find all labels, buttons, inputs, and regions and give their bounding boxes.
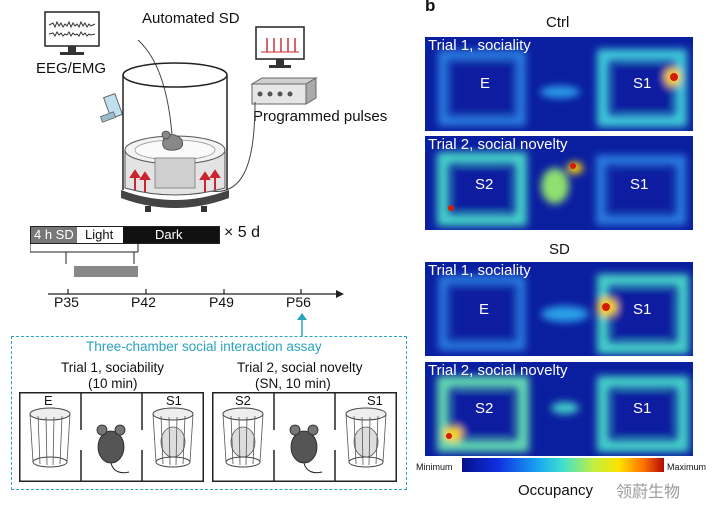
- heatmap-sd-trial1-title: Trial 1, sociality: [428, 262, 531, 279]
- trial2-chamber-s2: S2: [235, 393, 251, 408]
- trial2-chamber: [212, 392, 397, 482]
- eeg-monitor: [44, 11, 100, 57]
- tick-p42: P42: [131, 294, 156, 310]
- heatmap-ctrl-trial1-title: Trial 1, sociality: [428, 37, 531, 54]
- trial1-chamber-e: E: [44, 393, 53, 408]
- trial2-title: Trial 2, social novelty: [237, 360, 363, 375]
- assay-arrow: [296, 312, 308, 336]
- dark-segment-label: Dark: [155, 227, 183, 242]
- panel-b-letter: b: [425, 0, 436, 15]
- sd-segment-label: 4 h SD: [34, 227, 74, 242]
- trial1-sub: (10 min): [88, 376, 138, 391]
- heatmap-sd-trial1-right: S1: [633, 301, 652, 318]
- schedule-bar: 4 h SD Light Dark: [30, 226, 220, 244]
- timeline-axis: [48, 286, 344, 298]
- heatmap-ctrl-trial1: Trial 1, sociality E S1: [425, 37, 693, 131]
- trial2-chamber-s1: S1: [367, 393, 383, 408]
- colorbar-title: Occupancy: [518, 482, 594, 499]
- group-sd-label: SD: [549, 241, 570, 258]
- group-ctrl-label: Ctrl: [546, 14, 570, 31]
- heatmap-sd-trial2-left: S2: [475, 400, 494, 417]
- sd-apparatus: [95, 19, 275, 220]
- tick-p35: P35: [54, 294, 79, 310]
- heatmap-sd-trial2-title: Trial 2, social novelty: [428, 362, 568, 379]
- programmed-pulses-label: Programmed pulses: [253, 108, 388, 125]
- heatmap-ctrl-trial2-left: S2: [475, 176, 494, 193]
- repeat-label: × 5 d: [224, 224, 261, 241]
- heatmap-ctrl-trial2-title: Trial 2, social novelty: [428, 136, 568, 153]
- colorbar: [462, 458, 664, 472]
- heatmap-sd-trial1-left: E: [479, 301, 490, 318]
- light-segment: [77, 227, 123, 243]
- assay-title: Three-chamber social interaction assay: [86, 339, 322, 354]
- assay-box: [11, 336, 407, 490]
- timeline-bracket: [29, 242, 150, 282]
- heatmap-sd-trial2-right: S1: [633, 400, 652, 417]
- colorbar-min-label: Minimum: [416, 462, 453, 472]
- tick-p56: P56: [286, 294, 311, 310]
- heatmap-ctrl-trial1-left: E: [480, 75, 491, 92]
- light-segment-label: Light: [85, 227, 114, 242]
- watermark: 领蔚生物: [616, 484, 681, 501]
- automated-sd-label: Automated SD: [142, 10, 240, 27]
- dark-segment: [123, 227, 219, 243]
- heatmap-ctrl-trial2-right: S1: [630, 176, 649, 193]
- pulse-monitor: [255, 26, 305, 72]
- sd-segment: [31, 227, 77, 243]
- heatmap-sd-trial1: Trial 1, sociality E S1: [425, 262, 693, 356]
- sd-window: [74, 266, 138, 277]
- trial1-title: Trial 1, sociability: [61, 360, 165, 375]
- heatmap-ctrl-trial1-right: S1: [633, 75, 652, 92]
- trial2-sub: (SN, 10 min): [255, 376, 331, 391]
- heatmap-ctrl-trial2: Trial 2, social novelty S2 S1: [425, 136, 693, 230]
- tick-p49: P49: [209, 294, 234, 310]
- heatmap-sd-trial2: Trial 2, social novelty S2 S1: [425, 362, 693, 456]
- trial1-chamber-s1: S1: [166, 393, 182, 408]
- trial1-chamber: [19, 392, 204, 482]
- pulse-generator: [248, 76, 318, 106]
- eeg-emg-label: EEG/EMG: [36, 60, 107, 77]
- colorbar-max-label: Maximum: [667, 462, 707, 472]
